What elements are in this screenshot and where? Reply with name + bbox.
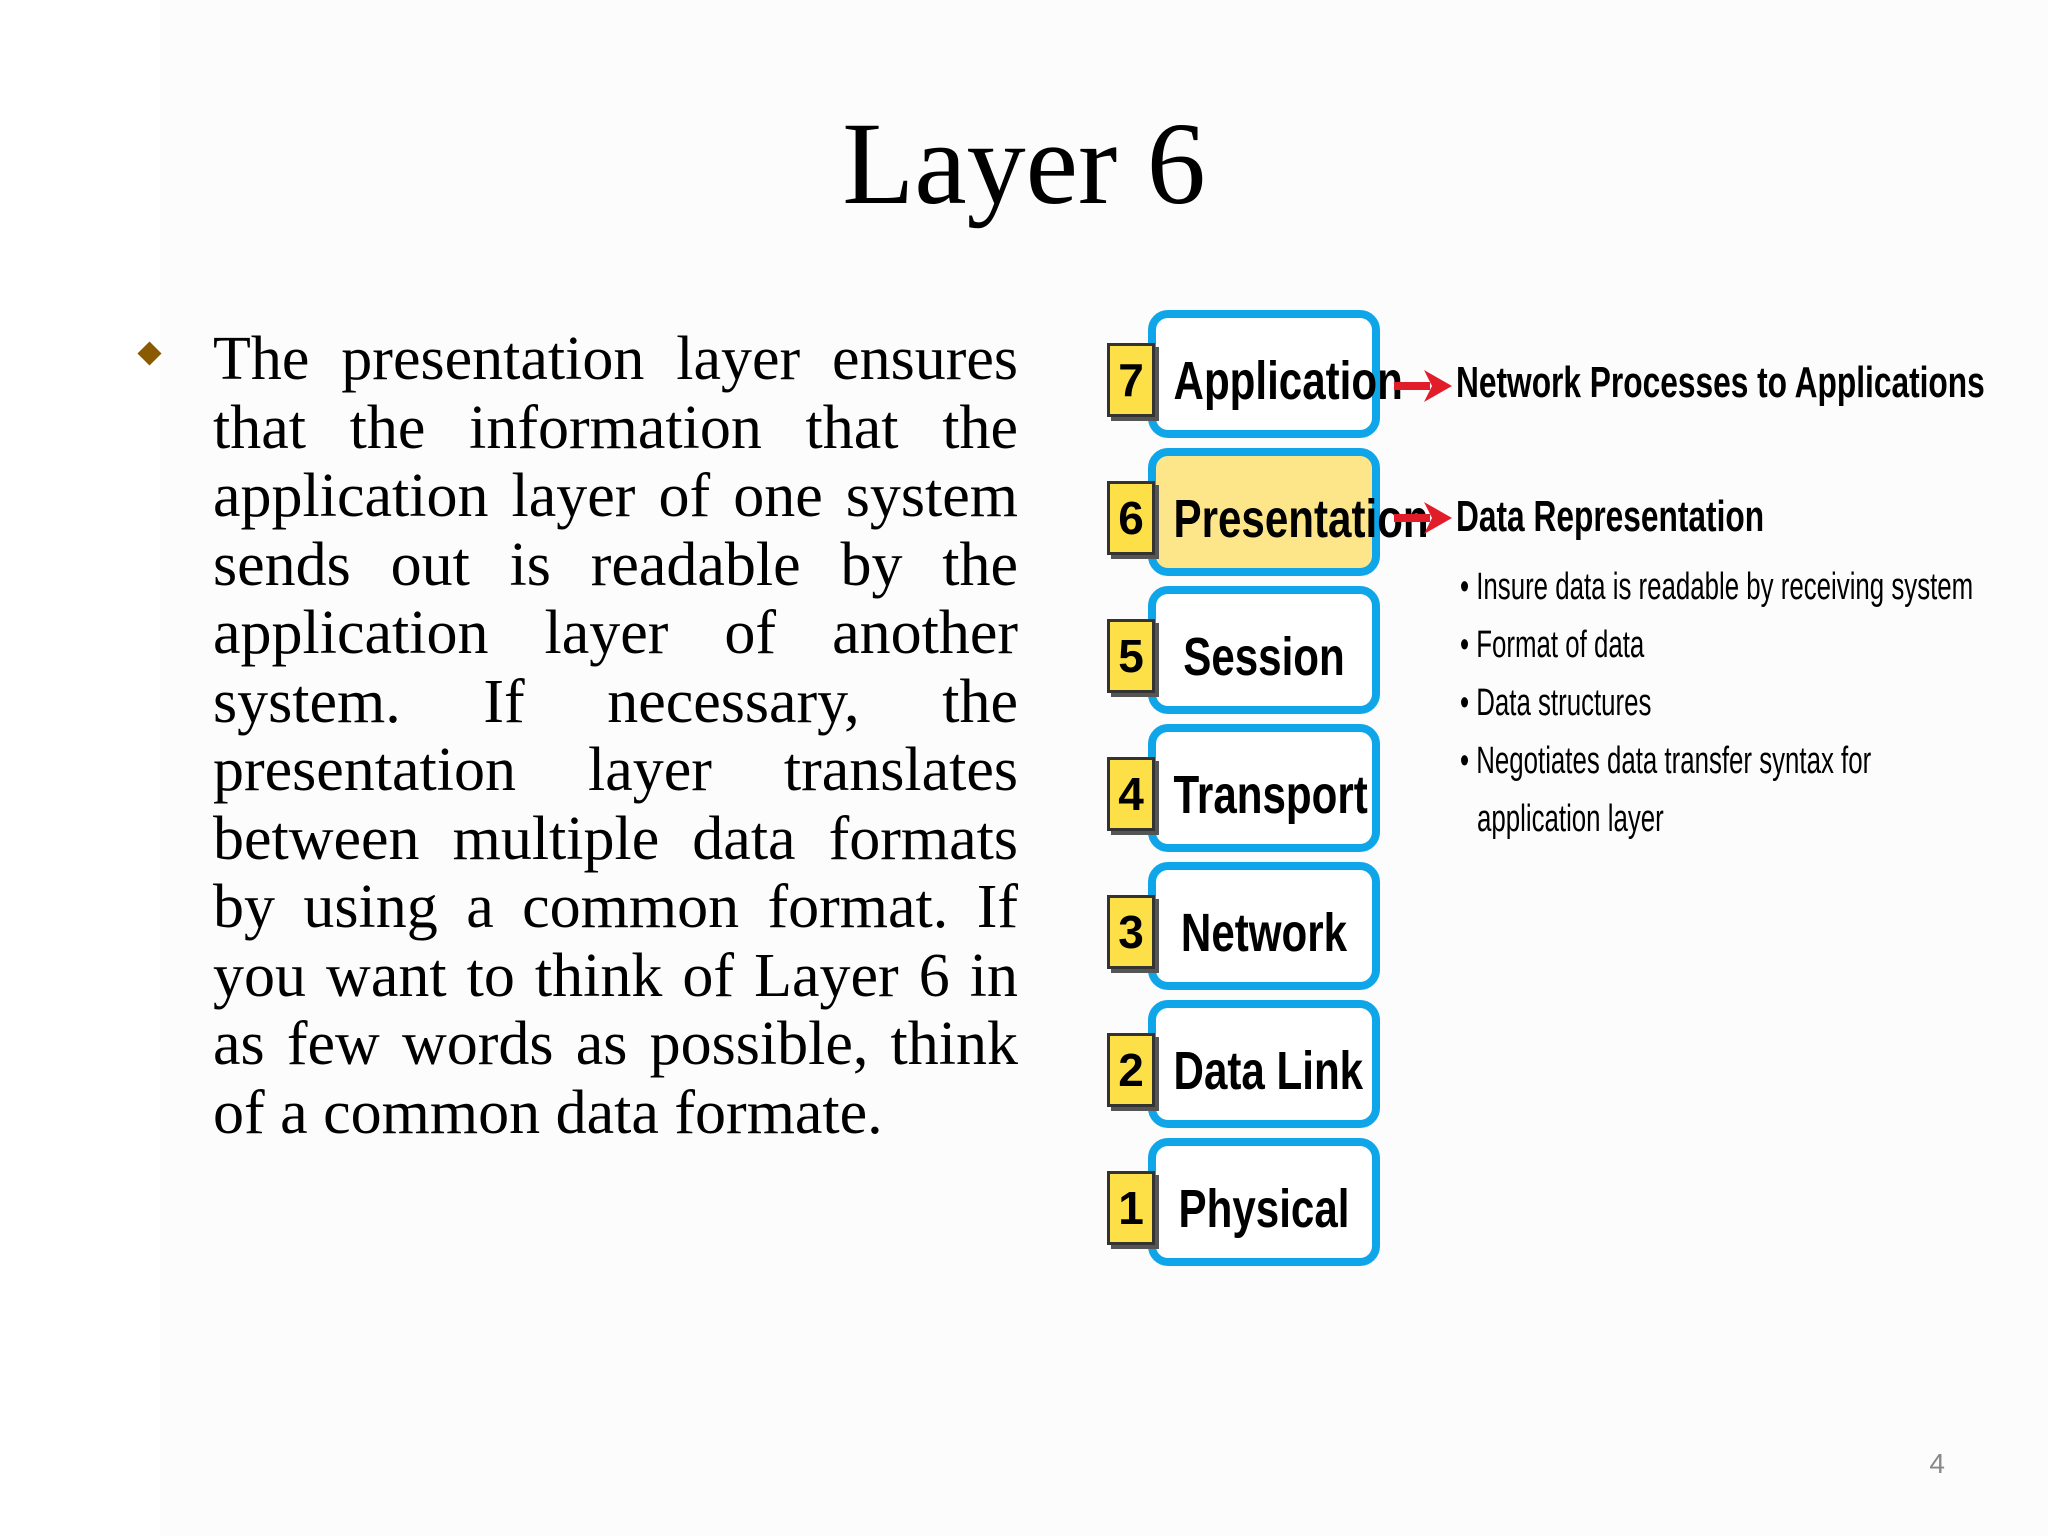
layer-label-physical: Physical (1178, 1179, 1350, 1239)
layer6-point: • Insure data is readable by receiving s… (1460, 566, 1974, 608)
layer7-description: Network Processes to Applications (1456, 358, 1985, 407)
layer-number-2: 2 (1107, 1033, 1155, 1107)
slide-background (160, 0, 2048, 1536)
page-number: 4 (1929, 1448, 1945, 1479)
layer-box-3 (1148, 862, 1380, 990)
layer-label-transport: Transport (1173, 765, 1368, 825)
layer-number-3: 3 (1107, 895, 1155, 969)
layer-number-1: 1 (1107, 1171, 1155, 1245)
red-arrow-icon (1394, 370, 1452, 402)
layer6-point-continuation: application layer (1477, 798, 1664, 840)
layer-label-application: Application (1173, 351, 1403, 411)
layer6-description: Data Representation (1456, 492, 1765, 541)
layer6-point: • Format of data (1460, 624, 1645, 666)
layer-label-network: Network (1180, 903, 1348, 963)
layer6-point: • Negotiates data transfer syntax for (1460, 740, 1872, 782)
layer-label-session: Session (1183, 627, 1345, 687)
layer-number-4: 4 (1107, 757, 1155, 831)
layer-label-presentation: Presentation (1173, 489, 1429, 549)
layer-label-data-link: Data Link (1173, 1041, 1364, 1101)
layer-box-7 (1148, 310, 1380, 438)
layer-box-2 (1148, 1000, 1380, 1128)
body-paragraph: The presentation layer ensures that the … (213, 325, 1018, 1147)
slide-title: Layer 6 (842, 98, 1206, 229)
red-arrow-icon (1394, 502, 1452, 534)
layer-number-5: 5 (1107, 619, 1155, 693)
layer-number-7: 7 (1107, 343, 1155, 417)
layer6-point: • Data structures (1460, 682, 1652, 724)
layer-box-5 (1148, 586, 1380, 714)
layer-number-6: 6 (1107, 481, 1155, 555)
